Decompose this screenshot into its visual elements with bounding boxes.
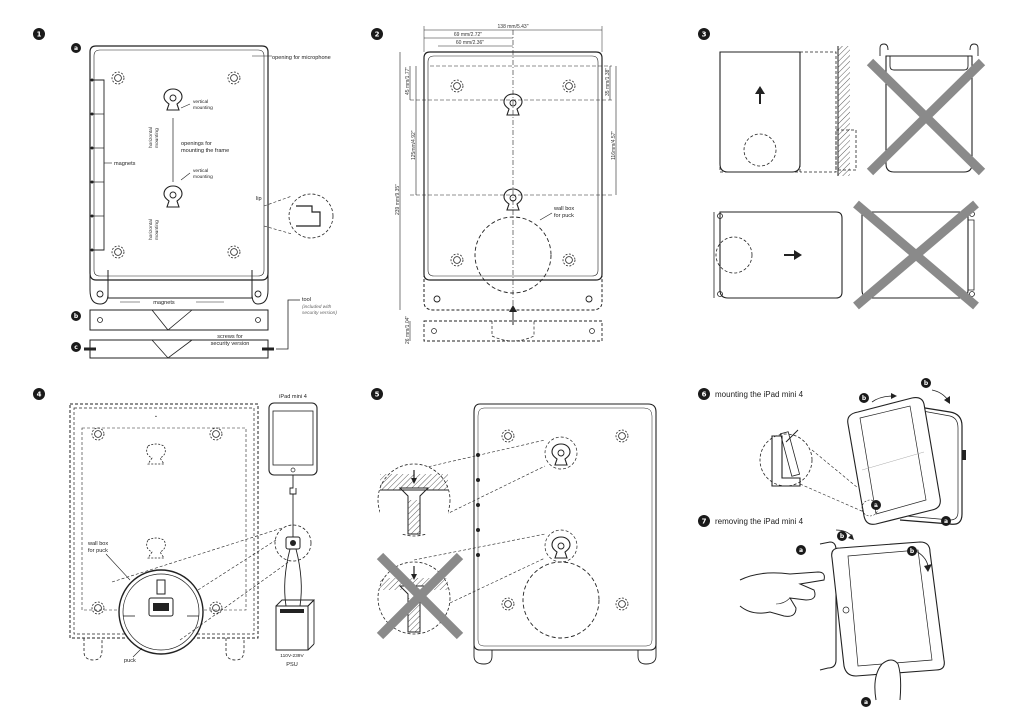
label-horizontal-1a: horizontal — [148, 127, 154, 148]
label-psu: PSU — [286, 662, 298, 668]
label-removing-title: removing the iPad mini 4 — [715, 517, 804, 526]
panel-7-removing: removing the iPad mini 4 a b b a — [715, 517, 945, 707]
dim-125: 125mm/4.92" — [411, 130, 417, 160]
step-badge-7: 7 — [698, 515, 710, 527]
panel-6-mounting: mounting the iPad mini 4 b b a a — [715, 378, 966, 526]
p7-label-b2: b — [907, 546, 917, 556]
dim-69: 69 mm/2.72" — [454, 32, 482, 38]
svg-text:b: b — [862, 395, 867, 402]
svg-text:6: 6 — [702, 391, 707, 399]
svg-text:b: b — [924, 380, 929, 387]
svg-text:b: b — [910, 548, 915, 555]
p6-label-a2: a — [941, 516, 951, 526]
sublabel-c: c — [71, 342, 81, 352]
panel-3-orientation — [713, 43, 986, 310]
dim-239: 239 mm/9.35" — [395, 184, 401, 215]
p6-label-b1: b — [859, 393, 869, 403]
svg-text:a: a — [874, 502, 878, 509]
panel-5-screws — [376, 403, 657, 665]
dim-26: 26 mm/1.04" — [405, 316, 411, 344]
svg-text:a: a — [864, 699, 868, 706]
dim-138: 138 mm/5.43" — [498, 24, 529, 30]
label-psu-voltage: 110V-239V — [280, 653, 304, 659]
p6-label-b2: b — [921, 378, 931, 388]
svg-text:2: 2 — [375, 31, 380, 39]
step-badge-5: 5 — [371, 388, 383, 400]
label-ipad-mini: iPad mini 4 — [279, 394, 307, 400]
panel-2-dimensions: 138 mm/5.43" 69 mm/2.72" 60 mm/2.36" 45 … — [395, 24, 617, 344]
dim-35: 35 mm/1.38" — [605, 68, 611, 96]
label-magnets-b: magnets — [153, 300, 175, 306]
panel-4-power: • wall box for puck puck iPad mini 4 — [69, 394, 318, 668]
svg-text:7: 7 — [702, 518, 707, 526]
label-tool-note-1: (included with — [302, 304, 332, 310]
label-vertical-2b: mounting — [193, 174, 213, 180]
label-screws-2: security version — [211, 341, 250, 347]
sublabel-a: a — [71, 43, 81, 53]
svg-text:a: a — [799, 547, 803, 554]
label-tool: tool — [302, 297, 311, 303]
label-vertical-2a: vertical — [193, 168, 208, 174]
svg-text:1: 1 — [37, 31, 42, 39]
label-horizontal-2a: horizontal — [148, 219, 154, 240]
label-openings-1: openings for — [181, 141, 212, 147]
label-vertical-1b: mounting — [193, 105, 213, 111]
label-horizontal-2b: mounting — [154, 220, 160, 240]
svg-text:5: 5 — [375, 391, 380, 399]
label-screws-1: screws for — [217, 334, 243, 340]
label-wallbox-2: for puck — [554, 213, 574, 219]
label-opening-microphone: opening for microphone — [272, 55, 331, 61]
step-badge-2: 2 — [371, 28, 383, 40]
p7-label-b1: b — [837, 531, 847, 541]
svg-text:b: b — [840, 533, 845, 540]
step-badge-3: 3 — [698, 28, 710, 40]
step-badge-6: 6 — [698, 388, 710, 400]
panel-1-frame-overview: a magnets openings for — [71, 43, 337, 359]
frame-outline — [89, 45, 269, 281]
svg-text:c: c — [74, 344, 78, 351]
label-p4-wallbox-1: wall box — [87, 541, 108, 547]
label-lip: lip — [256, 196, 262, 202]
p6-label-a1: a — [871, 500, 881, 510]
svg-text:a: a — [74, 45, 78, 52]
step-badge-4: 4 — [33, 388, 45, 400]
label-tool-note-2: security version) — [302, 310, 337, 316]
label-p4-wallbox-2: for puck — [88, 548, 108, 554]
step-badge-1: 1 — [33, 28, 45, 40]
dim-116: 116mm/4.57" — [611, 131, 617, 160]
p7-label-a2: a — [861, 697, 871, 707]
svg-text:a: a — [944, 518, 948, 525]
svg-text:4: 4 — [37, 391, 42, 399]
svg-text:3: 3 — [702, 31, 707, 39]
label-wallbox-1: wall box — [553, 206, 574, 212]
label-magnets: magnets — [114, 161, 136, 167]
label-puck: puck — [124, 658, 136, 664]
dim-60: 60 mm/2.36" — [456, 40, 484, 46]
svg-text:•: • — [155, 415, 157, 420]
sublabel-b: b — [71, 311, 81, 321]
label-mounting-title: mounting the iPad mini 4 — [715, 390, 804, 399]
svg-text:b: b — [74, 313, 79, 320]
dim-45: 45 mm/1.77" — [405, 67, 411, 95]
label-horizontal-1b: mounting — [154, 128, 160, 148]
label-openings-2: mounting the frame — [181, 148, 229, 154]
label-vertical-1a: vertical — [193, 99, 208, 105]
p7-label-a1: a — [796, 545, 806, 555]
